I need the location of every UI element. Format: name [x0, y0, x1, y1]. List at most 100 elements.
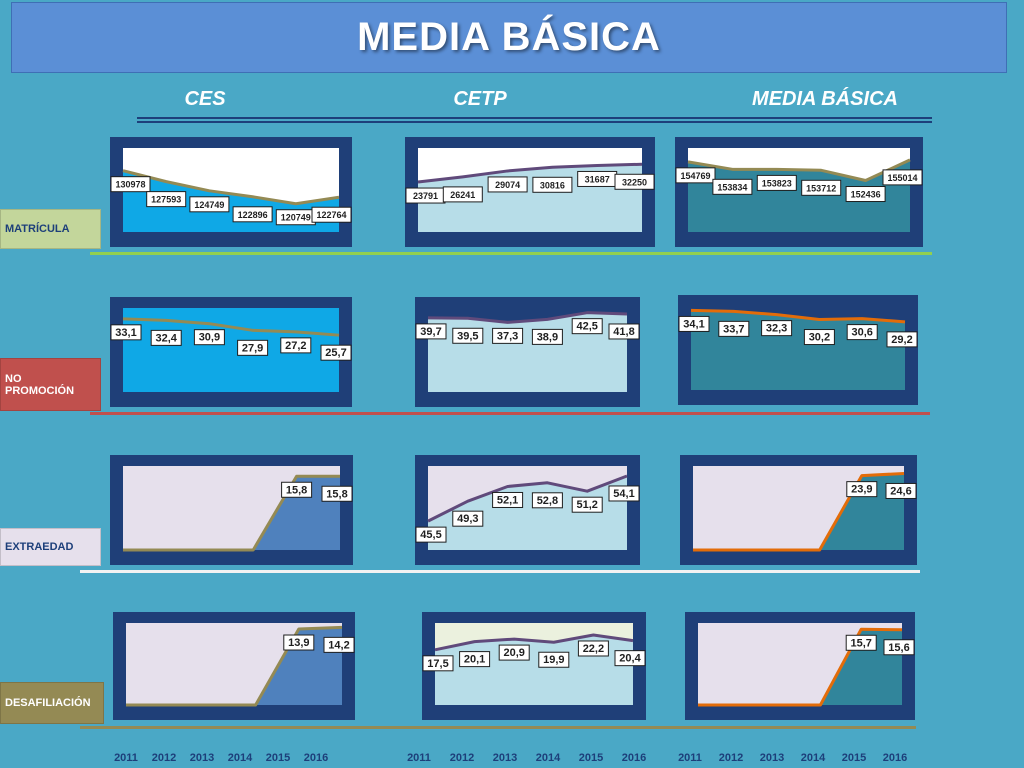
data-label-box: [571, 496, 603, 513]
data-label-text: 52,1: [497, 494, 518, 506]
year-label: 2013: [492, 752, 518, 764]
data-label-text: 45,5: [420, 529, 441, 541]
data-label-box: [492, 327, 524, 344]
data-label-text: 13,9: [288, 637, 309, 649]
data-label-box: [146, 191, 187, 208]
year-label: 2015: [265, 752, 291, 764]
header-rule: [137, 117, 932, 119]
data-label-text: 124749: [194, 200, 224, 210]
data-label-box: [320, 344, 352, 361]
data-label: 15,7: [845, 634, 877, 651]
column-header-media-basica: MEDIA BÁSICA: [752, 88, 898, 110]
year-label: 2013: [189, 752, 215, 764]
data-label-text: 54,1: [613, 488, 634, 500]
year-label: 2016: [621, 752, 647, 764]
data-label-text: 17,5: [427, 658, 448, 670]
data-label-text: 27,9: [242, 342, 263, 354]
data-label: 41,8: [608, 323, 640, 340]
year-label: 2014: [800, 752, 826, 764]
data-label: 15,6: [883, 639, 915, 656]
data-label-text: 120749: [281, 213, 311, 223]
data-label-box: [614, 650, 646, 667]
data-label-text: 23791: [413, 191, 438, 201]
data-label-text: 32,3: [766, 323, 787, 335]
data-label-text: 153712: [806, 183, 836, 193]
series-line: [126, 625, 343, 707]
data-label-box: [846, 481, 878, 498]
data-label-box: [718, 320, 750, 337]
data-label: 32,3: [761, 320, 793, 337]
data-label: 17,5: [422, 655, 454, 672]
data-label: 49,3: [452, 510, 484, 527]
data-label: 45,5: [415, 526, 447, 543]
data-label: 20,9: [498, 644, 530, 661]
data-label-box: [614, 173, 655, 190]
data-label-text: 154769: [680, 171, 710, 181]
data-label-text: 20,9: [503, 647, 524, 659]
year-label: 2014: [227, 752, 253, 764]
chart-panel: 15,7 15,6: [685, 612, 915, 720]
data-label-text: 15,8: [326, 488, 347, 500]
data-label: 52,8: [531, 492, 563, 509]
data-label-text: 25,7: [325, 347, 346, 359]
data-label-box: [283, 634, 315, 651]
series-line: [693, 471, 905, 552]
data-label: 51,2: [571, 496, 603, 513]
data-label: 120749: [275, 209, 316, 226]
data-label-text: 39,5: [457, 330, 478, 342]
data-label-box: [571, 318, 603, 335]
data-label: 154769: [675, 167, 716, 184]
data-label-text: 41,8: [613, 326, 634, 338]
data-label-box: [442, 186, 483, 203]
data-label-text: 19,9: [543, 654, 564, 666]
data-label-box: [845, 186, 886, 203]
area-fill: [688, 159, 910, 232]
chart-panel: 45,5 49,3 52,1 52,8 51,2 54,1: [415, 455, 640, 565]
row-label-matricula: MATRÍCULA: [0, 209, 101, 249]
area-fill: [693, 473, 904, 550]
data-label: 27,9: [237, 339, 269, 356]
header-rule: [137, 121, 932, 123]
series-line: [417, 162, 643, 184]
series-line: [434, 633, 634, 652]
data-label-box: [845, 634, 877, 651]
data-label-text: 153834: [717, 182, 747, 192]
data-label: 130978: [110, 176, 151, 193]
data-label: 20,4: [614, 650, 646, 667]
data-label-text: 32,4: [155, 332, 177, 344]
data-label-box: [452, 327, 484, 344]
data-label: 122764: [311, 206, 352, 223]
data-label: 39,5: [452, 327, 484, 344]
series-line: [122, 317, 340, 337]
year-label: 2011: [407, 752, 431, 764]
data-label-text: 20,4: [619, 653, 641, 665]
column-header-ces: CES: [184, 88, 226, 110]
data-label-text: 30,2: [809, 332, 830, 344]
data-label-box: [280, 337, 312, 354]
data-label-box: [110, 176, 151, 193]
data-label-box: [531, 492, 563, 509]
data-label-box: [311, 206, 352, 223]
data-label-text: 155014: [887, 173, 917, 183]
data-label: 13,9: [283, 634, 315, 651]
data-label: 33,1: [110, 324, 142, 341]
data-label: 39,7: [415, 323, 447, 340]
page-title: MEDIA BÁSICA: [357, 15, 661, 59]
data-label: 23791: [405, 187, 446, 204]
data-label-text: 52,8: [537, 495, 558, 507]
data-label-text: 29074: [495, 180, 520, 190]
data-label-box: [712, 178, 753, 195]
data-label-text: 23,9: [851, 484, 872, 496]
year-label: 2015: [578, 752, 604, 764]
year-label: 2011: [678, 752, 702, 764]
data-label: 29074: [487, 176, 528, 193]
data-label-box: [452, 510, 484, 527]
year-label: 2014: [535, 752, 561, 764]
data-label: 122896: [232, 206, 273, 223]
row-separator: [80, 570, 920, 573]
data-label-text: 29,2: [891, 334, 912, 346]
